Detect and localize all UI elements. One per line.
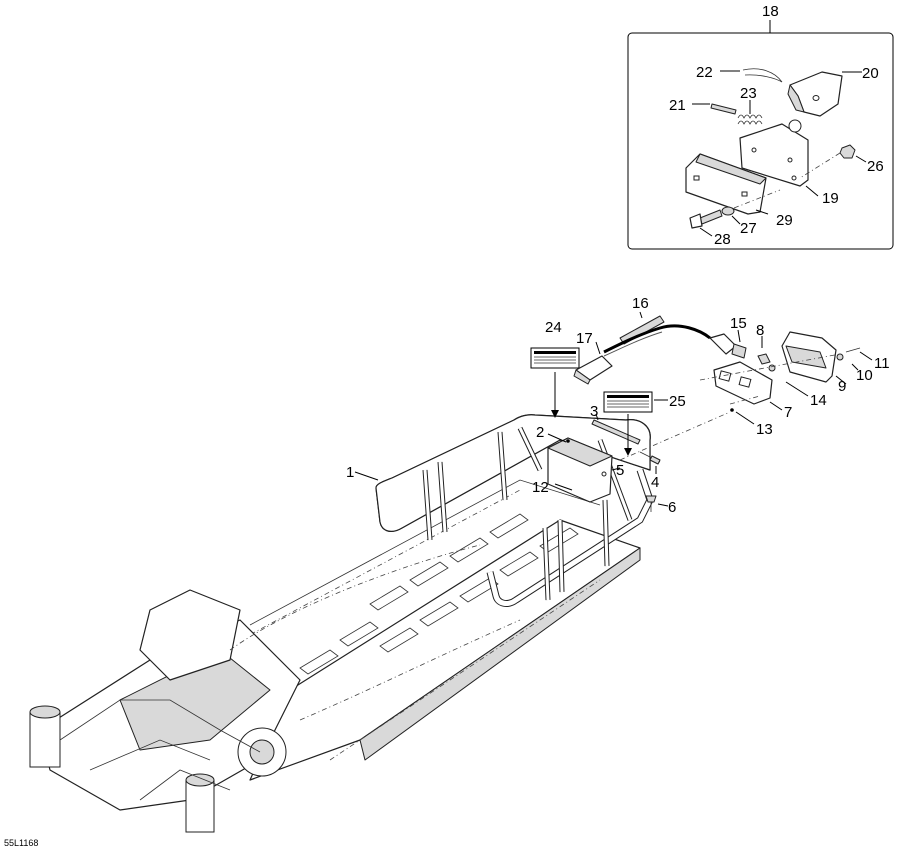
decal-part-24: [530, 347, 580, 418]
callout-24: 24: [545, 319, 562, 336]
callout-17: 17: [576, 330, 593, 347]
hitch-detail-inset: 18 20 22 21 23 26 19 29 27 28: [627, 3, 894, 250]
callout-12: 12: [532, 479, 549, 496]
callout-21: 21: [669, 97, 686, 114]
callout-18: 18: [762, 3, 779, 20]
callout-14: 14: [810, 392, 827, 409]
nut-part-26: [799, 144, 867, 179]
latch-plate-part-19: [739, 119, 819, 197]
callout-1: 1: [346, 464, 354, 481]
callout-15: 15: [730, 315, 747, 332]
callout-2: 2: [536, 424, 544, 441]
callout-11: 11: [874, 355, 890, 372]
callout-23: 23: [740, 85, 757, 102]
wiring-harness-parts-15-16-17: [573, 311, 747, 385]
callout-29: 29: [776, 212, 793, 229]
callout-27: 27: [740, 220, 757, 237]
taillight-assembly-parts-7-to-14: [699, 331, 873, 425]
callout-22: 22: [696, 64, 713, 81]
pad-part-29: [685, 153, 769, 215]
hitch-bracket-part-20: [787, 71, 862, 117]
callout-6: 6: [668, 499, 676, 516]
callout-19: 19: [822, 190, 839, 207]
callout-4: 4: [651, 474, 659, 491]
bolt-part-28: [689, 209, 723, 237]
callout-28: 28: [714, 231, 731, 248]
callout-8: 8: [756, 322, 764, 339]
callout-20: 20: [862, 65, 879, 82]
chassis-frame: [29, 479, 641, 833]
hairpin-clip-part-22: [720, 68, 783, 83]
pin-part-21: [692, 103, 737, 115]
callout-25: 25: [669, 393, 686, 410]
callout-10: 10: [856, 367, 873, 384]
callout-3: 3: [590, 403, 598, 420]
callout-7: 7: [784, 404, 792, 421]
callout-5: 5: [616, 462, 624, 479]
callout-13: 13: [756, 421, 773, 438]
callout-26: 26: [867, 158, 884, 175]
spring-part-23: [737, 100, 763, 125]
callout-9: 9: [838, 378, 846, 395]
figure-code: 55L1168: [4, 838, 38, 848]
washer-part-27: [721, 189, 781, 225]
callout-16: 16: [632, 295, 649, 312]
decal-part-25: [603, 391, 668, 456]
bracket-part-2: [547, 433, 613, 503]
